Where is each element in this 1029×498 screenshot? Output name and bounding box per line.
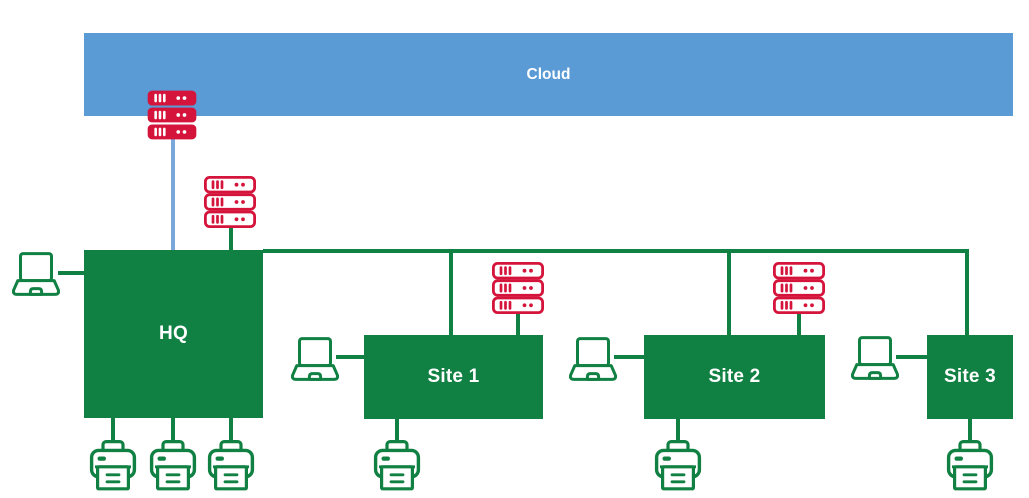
laptop-icon-site3 xyxy=(851,336,899,380)
site1-label: Site 1 xyxy=(427,366,480,387)
connector-laptop-site2 xyxy=(614,355,644,359)
connector-cloud-hq xyxy=(171,138,175,250)
connector-server-site1 xyxy=(516,313,520,335)
connector-server-hq xyxy=(229,227,233,250)
printer-icon-hq-1 xyxy=(87,440,139,493)
connector-printer-hq-3 xyxy=(229,418,233,441)
cloud-node: Cloud xyxy=(84,33,1013,116)
printer-icon-hq-2 xyxy=(147,440,199,493)
site1-node: Site 1 xyxy=(364,335,543,419)
laptop-icon-site1 xyxy=(291,337,339,381)
cloud-label: Cloud xyxy=(526,65,571,83)
laptop-icon-hq xyxy=(12,252,60,296)
connector-server-site2 xyxy=(797,313,801,335)
branch-line-site1 xyxy=(449,253,453,335)
laptop-icon-site2 xyxy=(569,337,617,381)
server-rack-icon-cloud xyxy=(147,90,197,140)
printer-icon-hq-3 xyxy=(205,440,257,493)
connector-laptop-site1 xyxy=(336,355,364,359)
site2-node: Site 2 xyxy=(644,335,825,419)
server-rack-icon-site1 xyxy=(492,262,544,314)
printer-icon-site1 xyxy=(371,440,423,493)
connector-printer-hq-2 xyxy=(171,418,175,441)
branch-line-site3 xyxy=(965,249,969,335)
connector-printer-hq-1 xyxy=(111,418,115,441)
connector-printer-site2 xyxy=(676,419,680,441)
backbone-line xyxy=(263,249,969,253)
branch-line-site2 xyxy=(727,253,731,335)
site2-label: Site 2 xyxy=(708,366,761,387)
hq-label: HQ xyxy=(159,323,188,344)
connector-laptop-hq xyxy=(58,271,84,275)
site3-label: Site 3 xyxy=(944,366,996,387)
server-rack-icon-hq xyxy=(204,176,256,228)
server-rack-icon-site2 xyxy=(773,262,825,314)
site3-node: Site 3 xyxy=(927,335,1013,419)
hq-node: HQ xyxy=(84,250,263,418)
printer-icon-site3 xyxy=(944,440,996,493)
connector-printer-site1 xyxy=(395,419,399,441)
connector-laptop-site3 xyxy=(896,355,927,359)
connector-printer-site3 xyxy=(968,419,972,441)
printer-icon-site2 xyxy=(652,440,704,493)
